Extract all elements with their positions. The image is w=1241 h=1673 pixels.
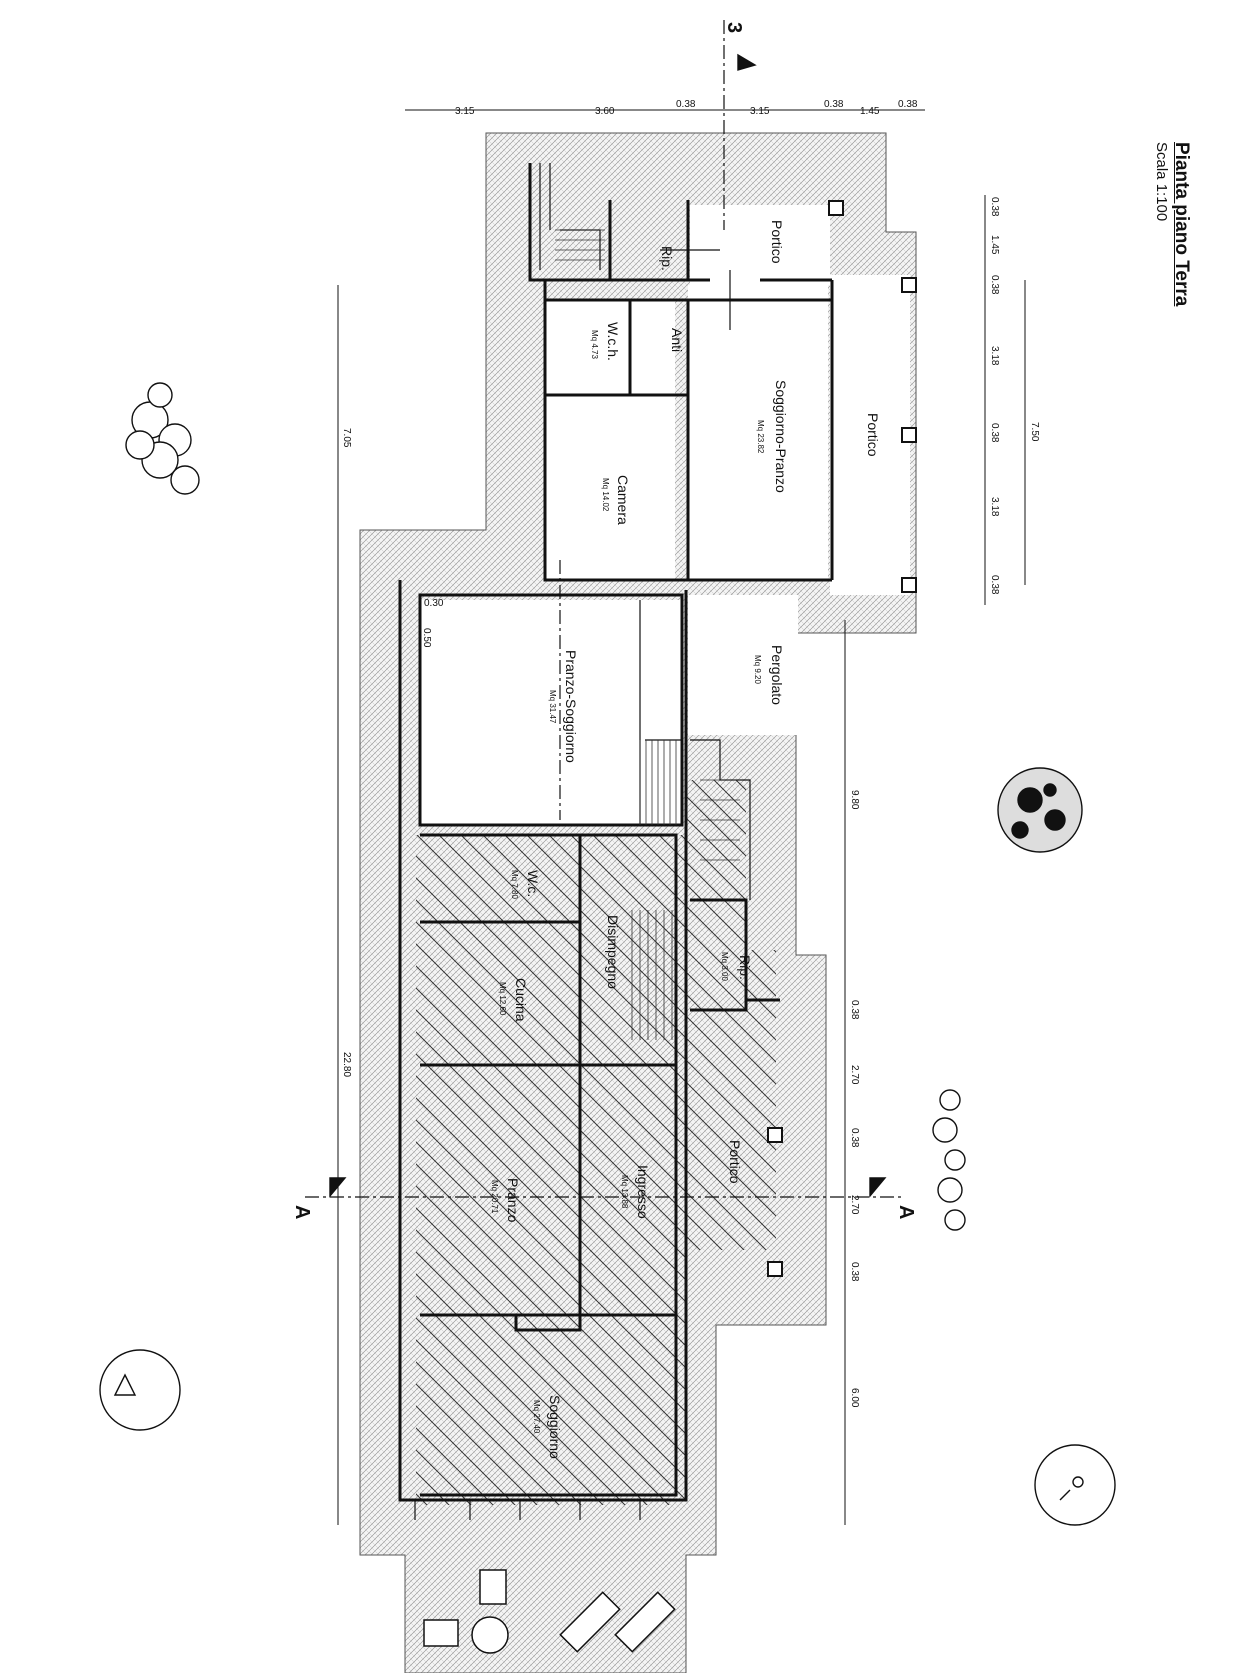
dim-top-4: 3.15 xyxy=(750,106,770,117)
room-label-wc: W.c. xyxy=(525,870,541,897)
dim-right-lower-2: 0.38 xyxy=(849,1000,860,1020)
room-area-pergolato: Mq 9.20 xyxy=(753,655,762,684)
dim-top-7: 0.38 xyxy=(898,99,918,110)
dim-right-5: 0.38 xyxy=(989,423,1000,443)
section-label-right: A xyxy=(895,1205,917,1219)
room-area-camera: Mq 14.02 xyxy=(601,478,610,512)
room-label-disimpegno: Disimpegno xyxy=(605,915,621,989)
dim-top-6: 1.45 xyxy=(860,106,880,117)
dimension-labels: 3.15 3.60 0.38 3.15 0.38 1.45 0.38 0.38 … xyxy=(341,99,1040,1408)
dim-right-2: 1.45 xyxy=(989,235,1000,255)
room-label-pranzo-soggiorno: Pranzo-Soggiorno xyxy=(563,650,579,763)
room-area-wch: Mq 4.73 xyxy=(590,330,599,359)
room-label-cucina: Cucina xyxy=(513,978,529,1022)
dim-right-lower-4: 0.38 xyxy=(849,1128,860,1148)
section-label-top: 3 xyxy=(723,22,745,33)
walls xyxy=(398,163,834,1502)
room-label-soggiorno-pranzo: Soggiorno-Pranzo xyxy=(773,380,789,493)
tree-icon xyxy=(99,1349,181,1431)
room-label-wch: W.c.h. xyxy=(605,322,621,361)
tree-icon xyxy=(1034,1444,1116,1526)
dim-small-1: 0.30 xyxy=(424,598,444,609)
dim-right-4: 3.18 xyxy=(989,346,1000,366)
room-area-soggiorno-pranzo: Mq 23.82 xyxy=(756,420,765,454)
dim-right-lower-5: 2.70 xyxy=(849,1195,860,1215)
dim-right-3: 0.38 xyxy=(989,275,1000,295)
section-markers xyxy=(329,53,887,1198)
dim-top-5: 0.38 xyxy=(824,99,844,110)
room-area-pranzo: Mq 20.71 xyxy=(490,1180,499,1214)
dim-right-7: 0.38 xyxy=(989,575,1000,595)
dim-right-6: 3.18 xyxy=(989,497,1000,517)
interior-rooms xyxy=(420,205,910,825)
room-label-anti: Anti xyxy=(669,328,685,352)
dimension-lines xyxy=(337,109,1026,1525)
section-labels: 3 A A xyxy=(291,22,917,1219)
dim-right-lower-3: 2.70 xyxy=(849,1065,860,1085)
room-label-camera: Camera xyxy=(615,475,631,525)
room-area-soggiorno: Mq 27.40 xyxy=(532,1400,541,1434)
room-label-pranzo: Pranzo xyxy=(505,1178,521,1223)
dim-right-total: 7.50 xyxy=(1029,422,1040,442)
tree-icon xyxy=(932,1089,966,1231)
dim-top-2: 3.60 xyxy=(595,106,615,117)
tree-icon xyxy=(125,382,200,495)
trees xyxy=(99,382,1116,1526)
room-label-portico-bottom: Portico xyxy=(727,1140,743,1184)
room-area-rip-mid: Mq 3.00 xyxy=(720,952,729,981)
columns xyxy=(767,200,917,1277)
room-label-portico-right: Portico xyxy=(865,413,881,457)
dim-right-lower-1: 9.80 xyxy=(849,790,860,810)
room-label-pergolato: Pergolato xyxy=(769,645,785,705)
section-label-left: A xyxy=(291,1205,313,1219)
hatched-area xyxy=(416,780,776,1505)
room-label-ingresso: Ingresso xyxy=(635,1165,651,1219)
room-area-cucina: Mq 12.60 xyxy=(498,982,507,1016)
dim-left-1: 7.05 xyxy=(341,428,352,448)
dim-right-1: 0.38 xyxy=(989,197,1000,217)
room-label-rip-top: Rip. xyxy=(659,246,675,271)
plan-title: Pianta piano Terra xyxy=(1171,142,1192,307)
plan-scale: Scala 1:100 xyxy=(1153,142,1170,222)
room-labels: Portico Rip. Anti W.c.h. Mq 4.73 Soggior… xyxy=(490,220,881,1459)
title-block: Pianta piano Terra Scala 1:100 xyxy=(1153,142,1192,352)
stairs xyxy=(555,229,740,1040)
dim-right-lower-7: 6.00 xyxy=(849,1388,860,1408)
room-area-pranzo-soggiorno: Mq 31.47 xyxy=(548,690,557,724)
tree-icon xyxy=(997,767,1083,853)
dim-right-lower-6: 0.38 xyxy=(849,1262,860,1282)
room-label-portico-top: Portico xyxy=(769,220,785,264)
dim-top-3: 0.38 xyxy=(676,99,696,110)
room-label-rip-mid: Rip. xyxy=(737,955,753,980)
garden-furniture xyxy=(423,1569,676,1654)
room-label-soggiorno: Soggiorno xyxy=(547,1395,563,1459)
room-area-ingresso: Mq 13.88 xyxy=(620,1175,629,1209)
room-area-wc: Mq 7.80 xyxy=(510,870,519,899)
dim-small-2: 0.50 xyxy=(421,628,432,648)
dim-top-1: 3.15 xyxy=(455,106,475,117)
dim-left-2: 22.80 xyxy=(341,1052,352,1077)
section-lines xyxy=(305,20,905,1198)
